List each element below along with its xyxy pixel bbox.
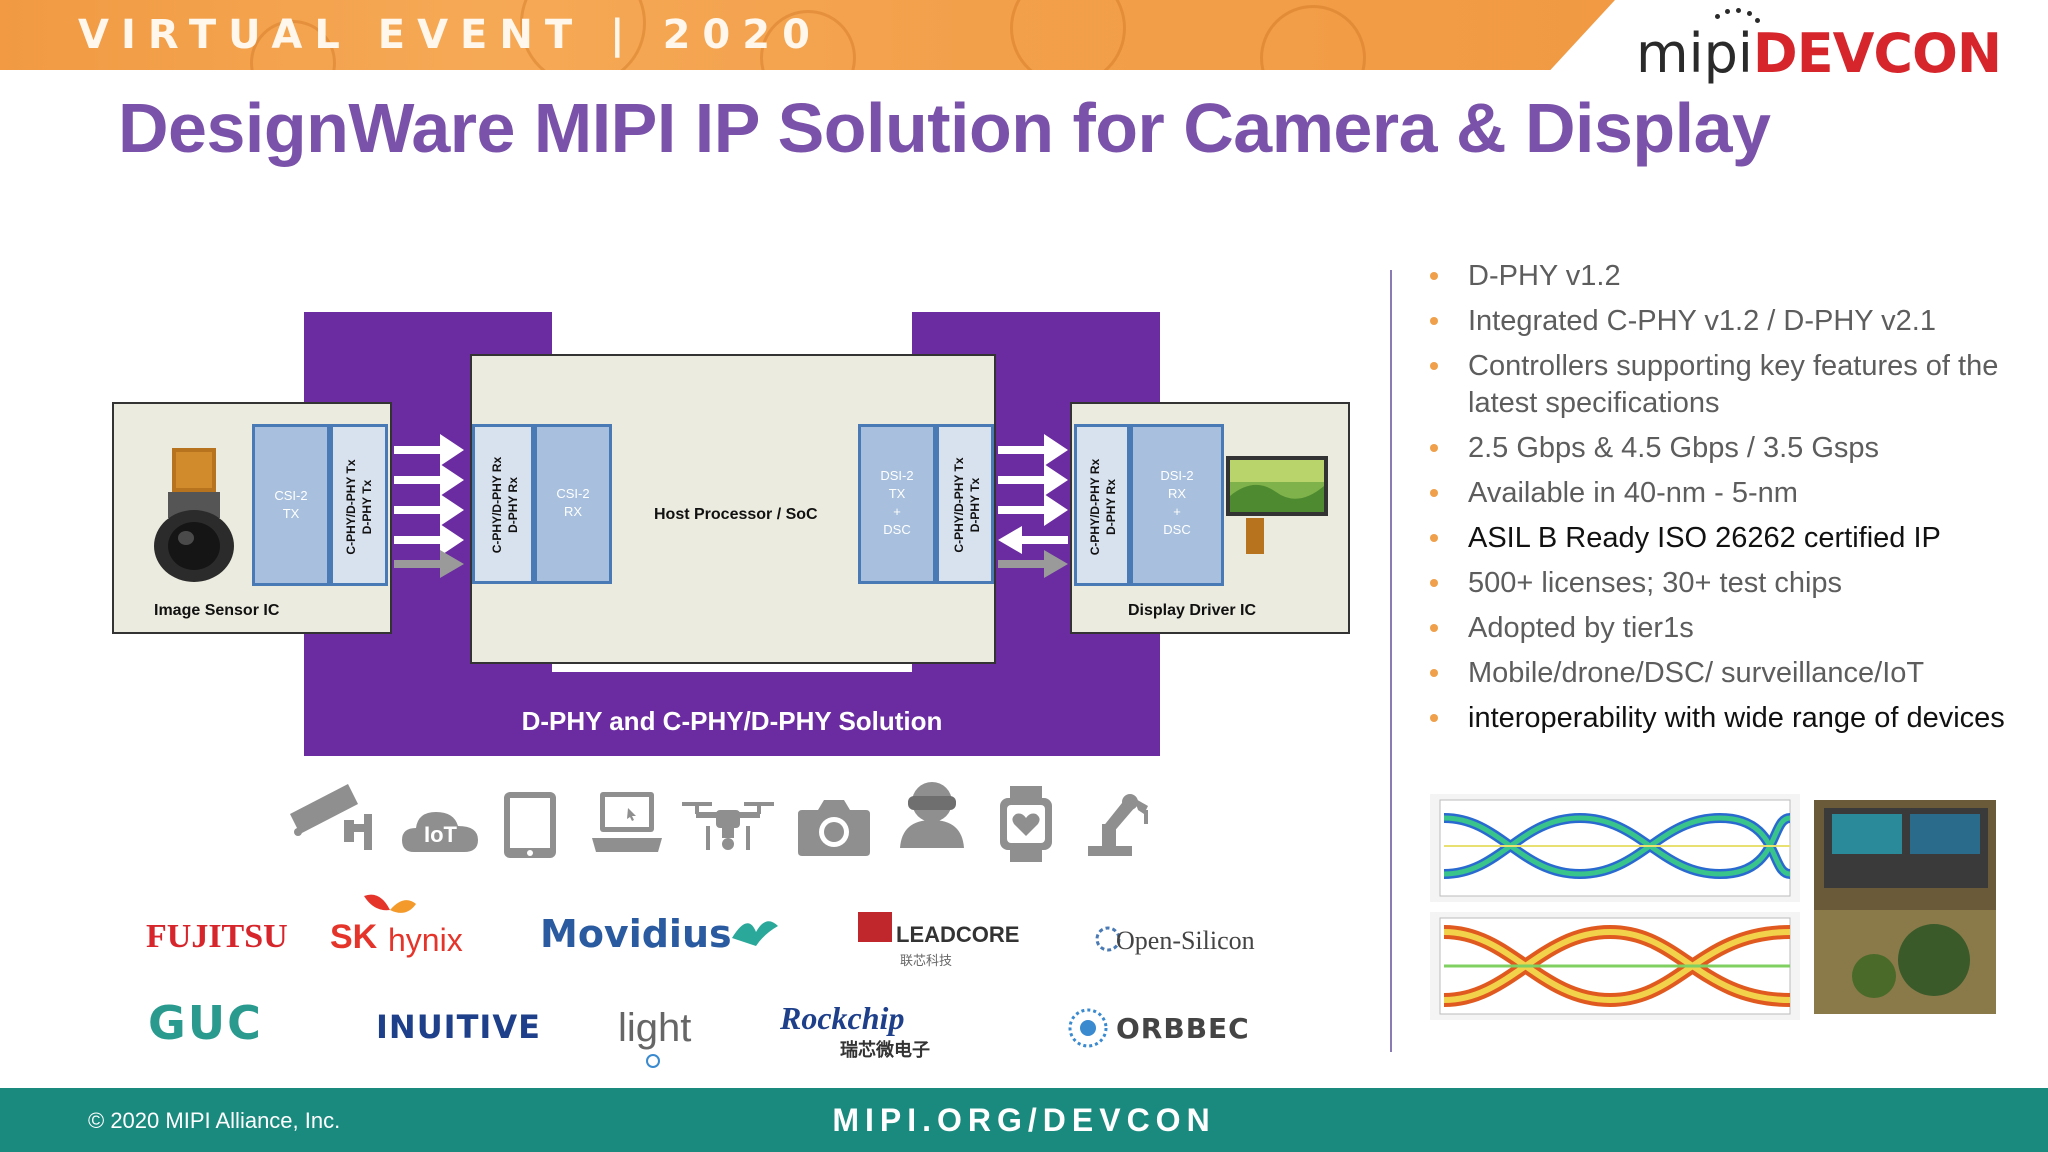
light-dot-icon (646, 1054, 660, 1068)
feature-item: interoperability with wide range of devi… (1428, 700, 2028, 737)
display-panel-icon (1224, 456, 1330, 556)
purple-band-bottom (304, 672, 1160, 756)
feature-item: ASIL B Ready ISO 26262 certified IP (1428, 520, 2028, 557)
event-banner-background (0, 0, 1615, 70)
orbbec-globe-icon (1068, 1008, 1108, 1048)
security-camera-icon (290, 784, 372, 850)
inuitive-logo: INUITIVE (376, 1008, 541, 1046)
movidius-bird-icon (732, 921, 778, 946)
tablet-icon (504, 792, 556, 858)
feature-item: 500+ licenses; 30+ test chips (1428, 565, 2028, 602)
feature-item: Available in 40-nm - 5-nm (1428, 475, 2028, 512)
footer-url: MIPI.ORG/DEVCON (832, 1102, 1216, 1138)
drone-icon (682, 802, 774, 850)
lab-setup-photo-image (1814, 800, 1996, 1014)
fujitsu-logo: FUJITSU (146, 918, 288, 955)
data-lane-arrows-left (394, 434, 464, 578)
eye-diagram-heat-image (1430, 912, 1800, 1020)
eye-diagram-blue-image (1430, 794, 1800, 902)
feature-list: D-PHY v1.2 Integrated C-PHY v1.2 / D-PHY… (1428, 258, 2028, 745)
leadcore-mark-icon (858, 912, 892, 942)
solution-label: D-PHY and C-PHY/D-PHY Solution (521, 706, 943, 736)
iot-cloud-icon: IoT (400, 800, 480, 856)
laptop-icon (592, 792, 662, 852)
camera-module-icon (150, 448, 234, 582)
iot-label: IoT (424, 822, 457, 847)
feature-item: D-PHY v1.2 (1428, 258, 2028, 295)
event-label: VIRTUAL EVENT | 2020 (78, 12, 822, 58)
header-banner: VIRTUAL EVENT | 2020 mipiDEVCON (0, 0, 2048, 85)
image-sensor-label: Image Sensor IC (154, 602, 280, 619)
guc-logo: GUC (148, 996, 263, 1050)
camera-icon (798, 800, 870, 856)
page-title: DesignWare MIPI IP Solution for Camera &… (118, 89, 1771, 167)
vr-headset-icon (900, 782, 964, 848)
copyright-text: © 2020 MIPI Alliance, Inc. (88, 1108, 341, 1133)
feature-item: 2.5 Gbps & 4.5 Gbps / 3.5 Gsps (1428, 430, 2028, 467)
feature-item: Controllers supporting key features of t… (1428, 348, 2028, 422)
feature-item: Mobile/drone/DSC/ surveillance/IoT (1428, 655, 2028, 692)
mipi-devcon-logo: mipiDEVCON (1636, 22, 2002, 85)
sk-butterfly-icon (364, 894, 416, 913)
footer: © 2020 MIPI Alliance, Inc. MIPI.ORG/DEVC… (0, 1088, 2048, 1152)
column-divider (1390, 270, 1392, 1052)
smartwatch-icon (1000, 786, 1052, 862)
open-silicon-mark-icon (1095, 926, 1121, 952)
data-lane-arrows-right (998, 434, 1068, 578)
host-processor-label: Host Processor / SoC (654, 506, 818, 523)
display-driver-label: Display Driver IC (1128, 602, 1257, 619)
feature-item: Integrated C-PHY v1.2 / D-PHY v2.1 (1428, 303, 2028, 340)
feature-item: Adopted by tier1s (1428, 610, 2028, 647)
robot-arm-icon (1088, 794, 1148, 856)
